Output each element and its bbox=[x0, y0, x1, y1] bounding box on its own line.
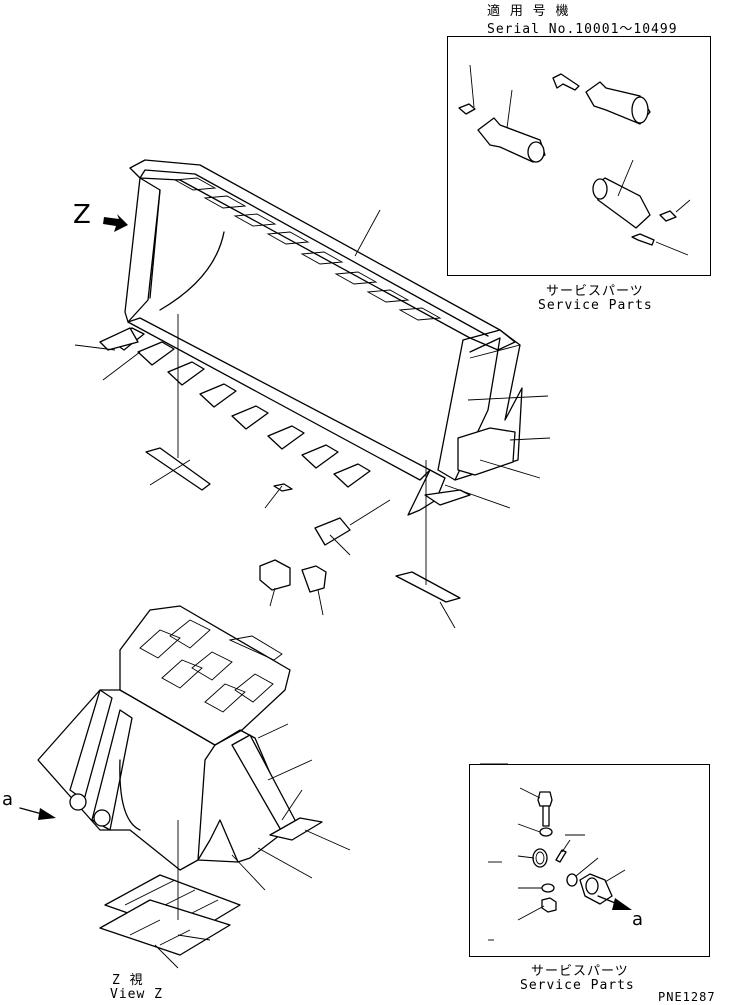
arrow-a-left bbox=[19, 807, 56, 820]
service-parts-bottom-jp: サービスパーツ bbox=[531, 964, 629, 979]
bucket-bottom-view bbox=[37, 605, 323, 956]
service-parts-top-jp: サービスパーツ bbox=[546, 284, 644, 299]
service-parts-top-contents bbox=[458, 64, 691, 256]
view-label-jp: Z 視 bbox=[112, 973, 144, 988]
view-z-arrow bbox=[103, 214, 128, 232]
arrow-a-right-label: a bbox=[632, 909, 644, 930]
service-parts-bottom-inset bbox=[469, 764, 710, 957]
service-parts-bottom-en: Service Parts bbox=[520, 978, 635, 993]
service-parts-top-en: Service Parts bbox=[538, 298, 653, 313]
view-label-en: View Z bbox=[110, 987, 163, 1002]
service-parts-top-inset bbox=[447, 36, 711, 276]
serial-label-jp: 適 用 号 機 bbox=[487, 4, 570, 19]
serial-label-en: Serial No.10001〜10499 bbox=[487, 22, 678, 37]
service-parts-bottom-contents bbox=[480, 763, 632, 941]
page-code: PNE1287 bbox=[658, 990, 716, 1004]
top-leader-lines bbox=[74, 209, 551, 629]
view-z-marker: Z bbox=[73, 200, 91, 230]
arrow-a-left-label: a bbox=[2, 789, 14, 810]
bottom-leader-lines bbox=[154, 723, 351, 969]
bucket-top-view bbox=[99, 159, 523, 603]
